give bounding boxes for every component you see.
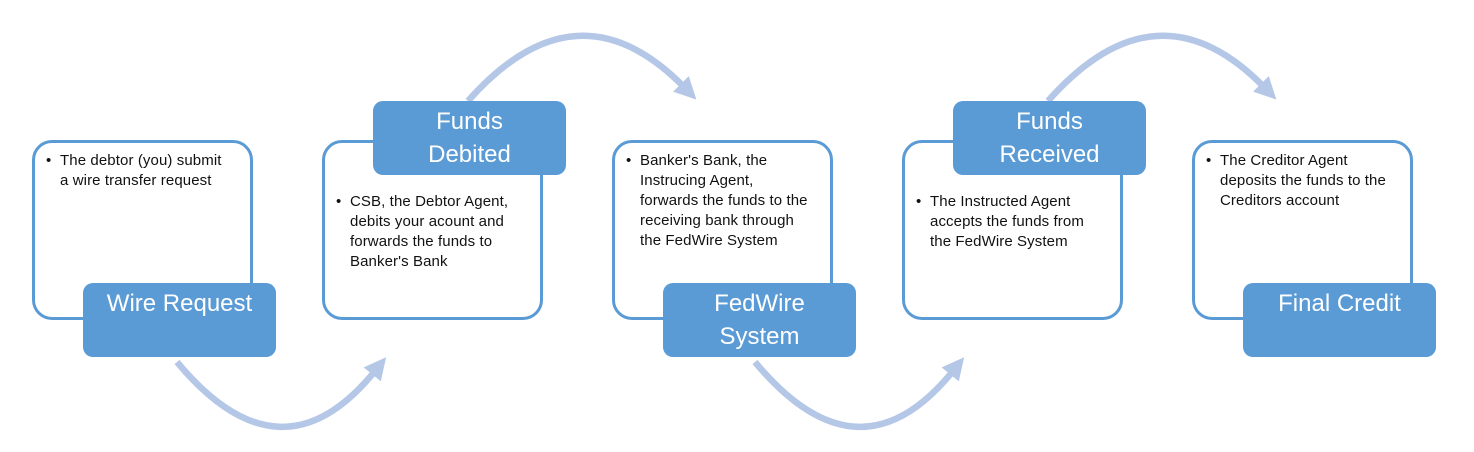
stage-funds-received-bullet: The Instructed Agent accepts the funds f… (916, 192, 1104, 252)
stage-final-credit: The Creditor Agent deposits the funds to… (1192, 0, 1438, 452)
stage-funds-debited: CSB, the Debtor Agent, debits your acoun… (322, 0, 568, 452)
stage-funds-received-label: Funds Received (953, 101, 1146, 175)
stage-final-credit-label: Final Credit (1243, 283, 1436, 357)
stage-funds-received: The Instructed Agent accepts the funds f… (902, 0, 1148, 452)
stage-wire-request-bullet: The debtor (you) submit a wire transfer … (46, 151, 234, 191)
stage-fedwire-system: Banker's Bank, the Instrucing Agent, for… (612, 0, 858, 452)
stage-wire-request-label: Wire Request (83, 283, 276, 357)
stage-funds-debited-label: Funds Debited (373, 101, 566, 175)
stage-wire-request: The debtor (you) submit a wire transfer … (32, 0, 278, 452)
stage-final-credit-bullet: The Creditor Agent deposits the funds to… (1206, 151, 1394, 211)
stage-fedwire-system-label: FedWire System (663, 283, 856, 357)
stage-funds-debited-bullet: CSB, the Debtor Agent, debits your acoun… (336, 192, 524, 272)
stage-fedwire-system-bullet: Banker's Bank, the Instrucing Agent, for… (626, 151, 814, 251)
